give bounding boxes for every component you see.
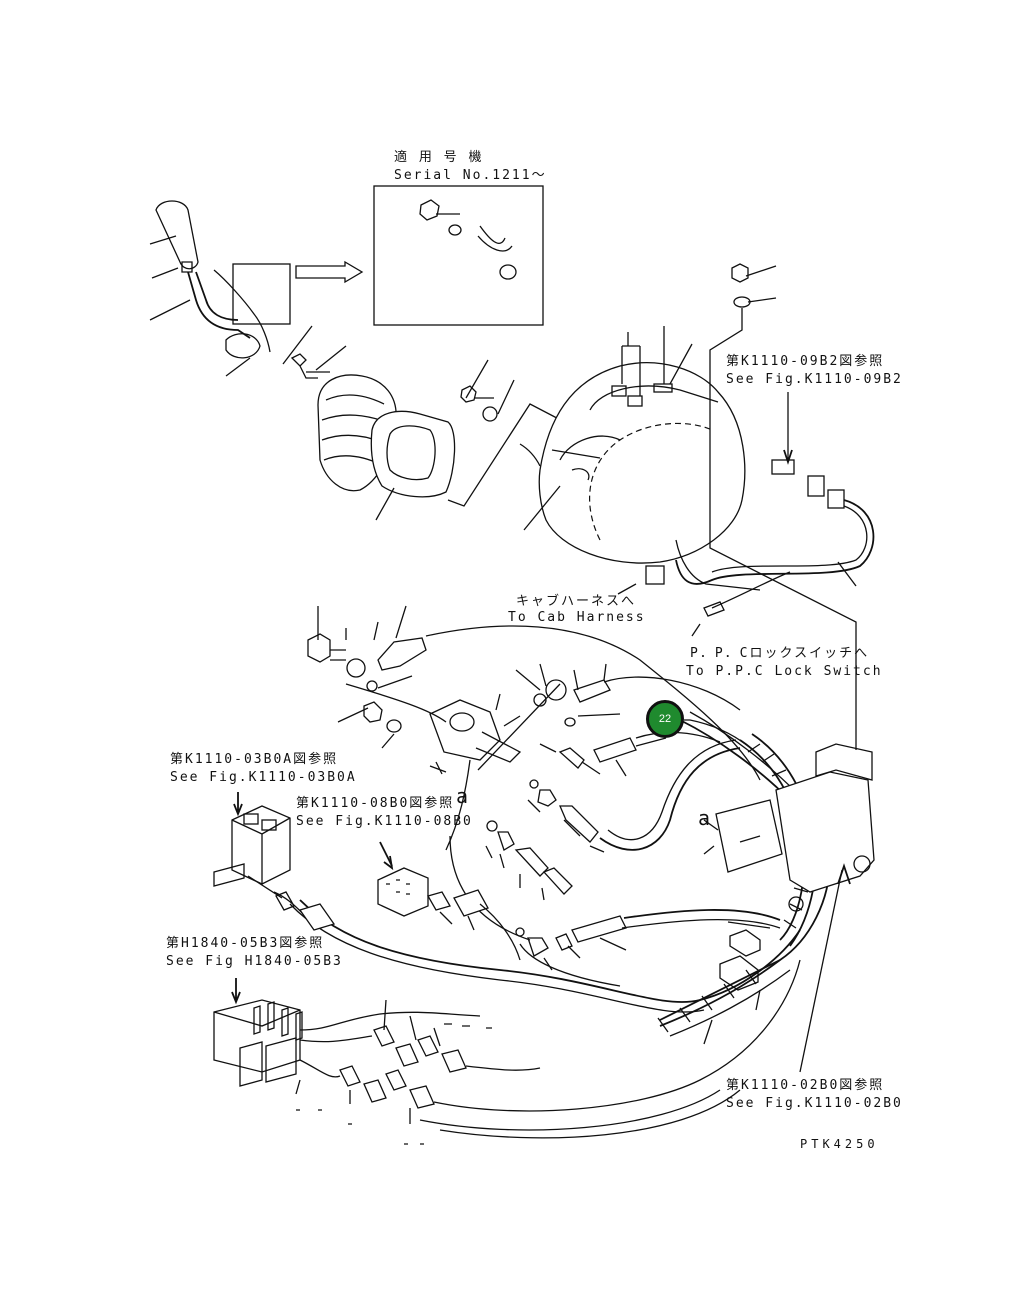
switch-module — [231, 805, 291, 885]
callout-number: 22 — [658, 713, 672, 725]
lever-knob — [155, 200, 199, 270]
reference-label-jp: 第K1110-08B0図参照 — [296, 796, 455, 811]
serial-label-jp: 適 用 号 機 — [394, 150, 484, 165]
ppc-lock-label-jp: P．P．Cロックスイッチへ — [690, 646, 870, 661]
bracket — [775, 771, 875, 893]
drawing-number: PTK4250 — [800, 1137, 879, 1151]
reference-label-jp: 第K1110-02B0図参照 — [726, 1078, 885, 1093]
cab-harness-label-en: To Cab Harness — [508, 610, 646, 625]
part-callout-22[interactable]: 22 — [646, 700, 684, 738]
ppc-valve — [429, 699, 501, 761]
reference-label-jp: 第K1110-09B2図参照 — [726, 354, 885, 369]
view-mark-a: a — [698, 806, 713, 830]
reference-label-en: See Fig H1840-05B3 — [166, 954, 343, 969]
arrow-to-inset — [295, 260, 364, 284]
reference-label-en: See Fig.K1110-08B0 — [296, 814, 473, 829]
console-housing — [538, 362, 746, 564]
detail-box — [232, 263, 291, 325]
valve-bank — [213, 999, 301, 1073]
reference-label-jp: 第H1840-05B3図参照 — [166, 936, 325, 951]
ppc-lock-label-en: To P.P.C Lock Switch — [686, 664, 883, 679]
reference-label-en: See Fig.K1110-03B0A — [170, 770, 357, 785]
serial-inset-box — [373, 185, 544, 326]
boot-plate — [370, 410, 456, 498]
connector-block — [377, 867, 429, 917]
reference-label-en: See Fig.K1110-09B2 — [726, 372, 903, 387]
reference-label-jp: 第K1110-03B0A図参照 — [170, 752, 339, 767]
reference-label-en: See Fig.K1110-02B0 — [726, 1096, 903, 1111]
serial-label-en: Serial No.1211～ — [394, 168, 547, 183]
view-mark-a: a — [456, 784, 471, 808]
cab-harness-label-jp: キャブハーネスへ — [516, 594, 637, 609]
